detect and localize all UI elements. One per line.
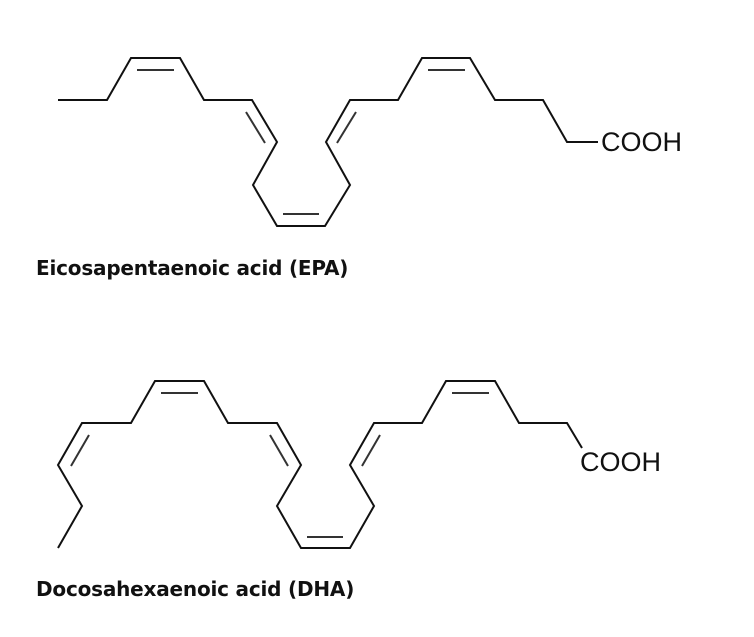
epa-carbon-chain [58, 57, 598, 227]
epa-double-bond-4 [336, 111, 357, 144]
dha-structure: COOH [56, 380, 661, 549]
epa-double-bond-2 [245, 111, 266, 144]
dha-carboxyl-group: COOH [580, 447, 661, 477]
epa-structure: COOH [58, 57, 682, 227]
dha-double-bond-1 [70, 434, 90, 467]
dha-double-bond-5 [361, 434, 381, 467]
epa-carboxyl-group: COOH [601, 127, 682, 157]
dha-caption: Docosahexaenoic acid (DHA) [36, 577, 355, 601]
dha-double-bond-3 [269, 434, 289, 467]
dha-carbon-chain [56, 380, 583, 549]
epa-caption: Eicosapentaenoic acid (EPA) [36, 256, 349, 280]
